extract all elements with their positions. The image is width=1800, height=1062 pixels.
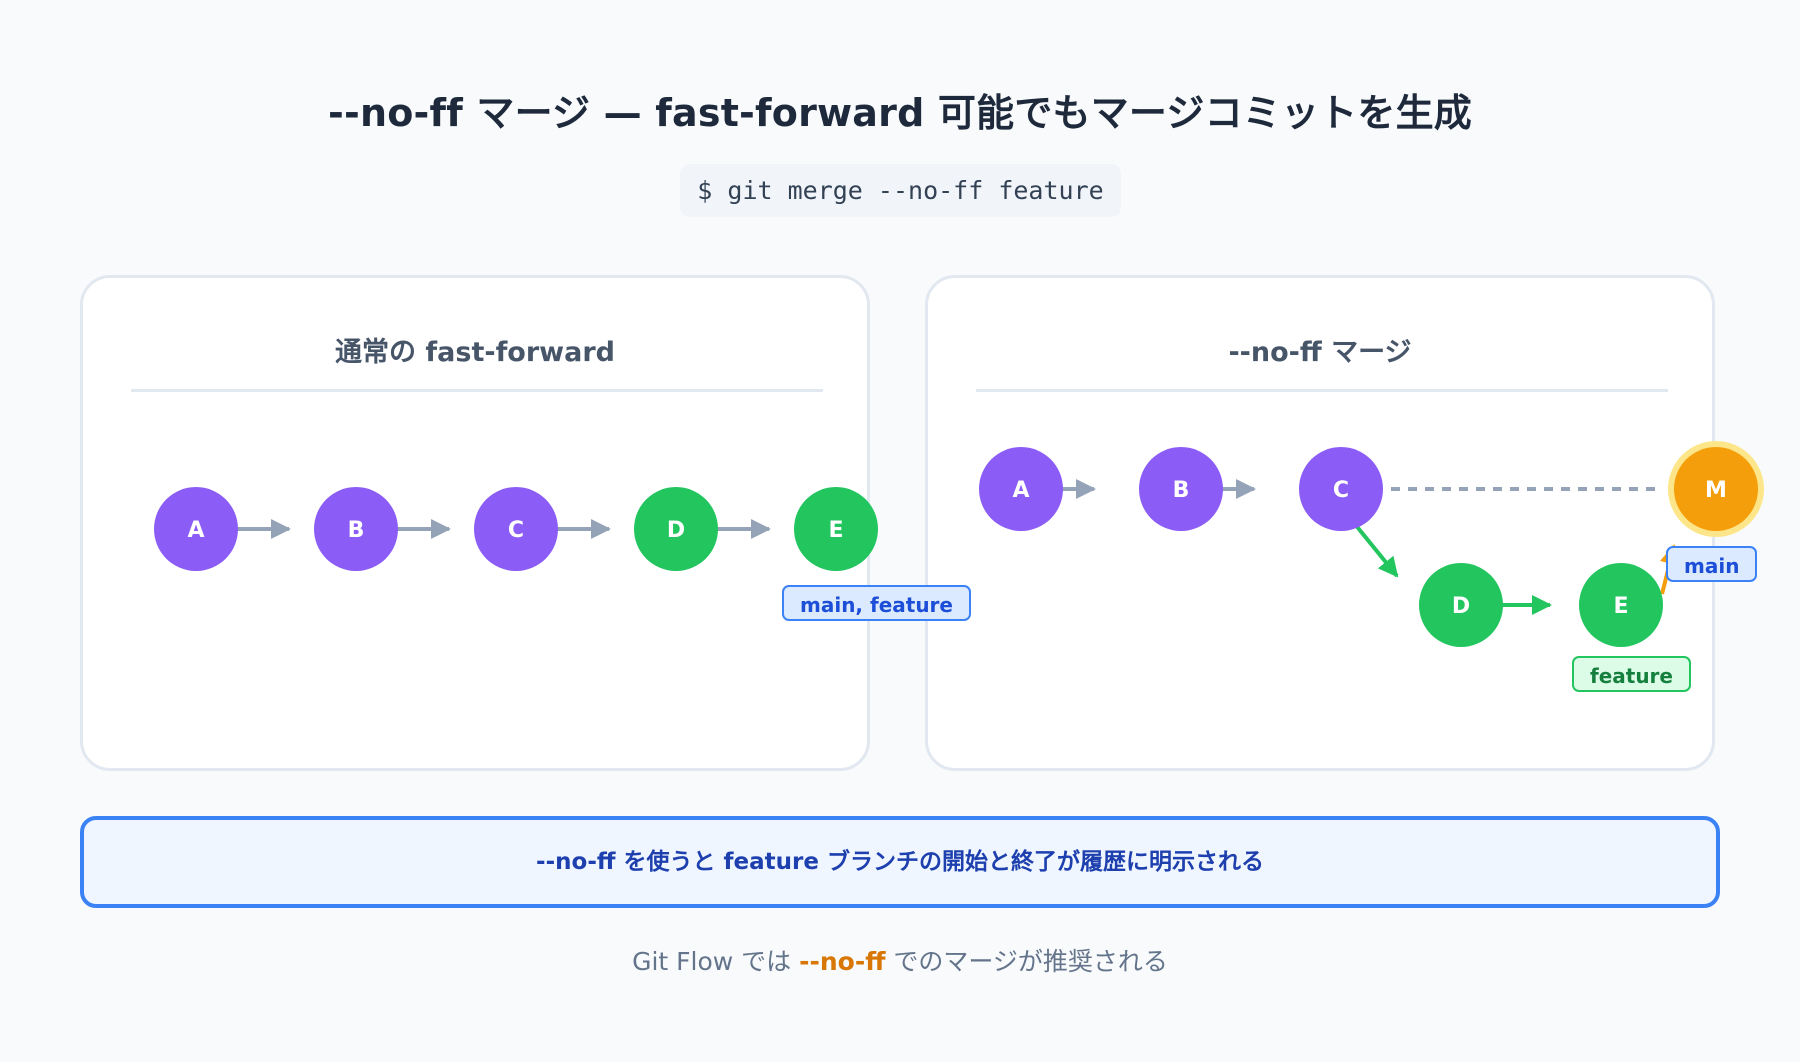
commit-label-d: D [1452, 594, 1470, 619]
commit-node-b [314, 487, 398, 571]
footnote: Git Flow では --no-ff でのマージが推奨される [0, 942, 1800, 978]
commit-node-c [474, 487, 558, 571]
commit-label-b: B [348, 518, 365, 543]
footnote-prefix: Git Flow では [632, 947, 800, 976]
fast-forward-panel: 通常の fast-forward A B C D E [80, 275, 878, 771]
fast-forward-graph: A B C D E [154, 487, 878, 571]
commit-label-e: E [828, 518, 843, 543]
branch-label-feature: feature [1572, 656, 1691, 692]
commit-label-a: A [187, 518, 204, 543]
no-ff-panel-title: --no-ff マージ [1228, 337, 1412, 368]
commit-label-c: C [508, 518, 524, 543]
commit-label-b: B [1173, 478, 1190, 503]
commit-label-e: E [1613, 594, 1628, 619]
no-ff-graph: A B C D E M [979, 441, 1764, 647]
panel-divider [976, 389, 1668, 392]
commit-node-e [1579, 563, 1663, 647]
fast-forward-panel-title: 通常の fast-forward [335, 337, 615, 368]
callout-box: --no-ff を使うと feature ブランチの開始と終了が履歴に明示される [80, 816, 1720, 908]
commit-label-d: D [667, 518, 685, 543]
footnote-suffix: でのマージが推奨される [885, 947, 1168, 976]
panel-divider [131, 389, 823, 392]
merge-commit-node [1674, 447, 1758, 531]
commit-node-a [979, 447, 1063, 531]
commit-node-a [154, 487, 238, 571]
edge-c-d [1352, 521, 1399, 578]
command-snippet: $ git merge --no-ff feature [680, 164, 1121, 217]
no-ff-panel: --no-ff マージ A B C D E [925, 275, 1764, 771]
commit-node-b [1139, 447, 1223, 531]
commit-node-d [1419, 563, 1503, 647]
commit-label-c: C [1333, 478, 1349, 503]
branch-label-main: main [1666, 546, 1758, 582]
footnote-highlight: --no-ff [799, 947, 886, 976]
commit-node-d [634, 487, 718, 571]
merge-commit-label: M [1705, 478, 1727, 503]
branch-label-main-feature: main, feature [782, 585, 971, 621]
commit-node-e [794, 487, 878, 571]
commit-label-a: A [1012, 478, 1029, 503]
commit-node-c [1299, 447, 1383, 531]
page-title: --no-ff マージ — fast-forward 可能でもマージコミットを生… [328, 91, 1472, 135]
